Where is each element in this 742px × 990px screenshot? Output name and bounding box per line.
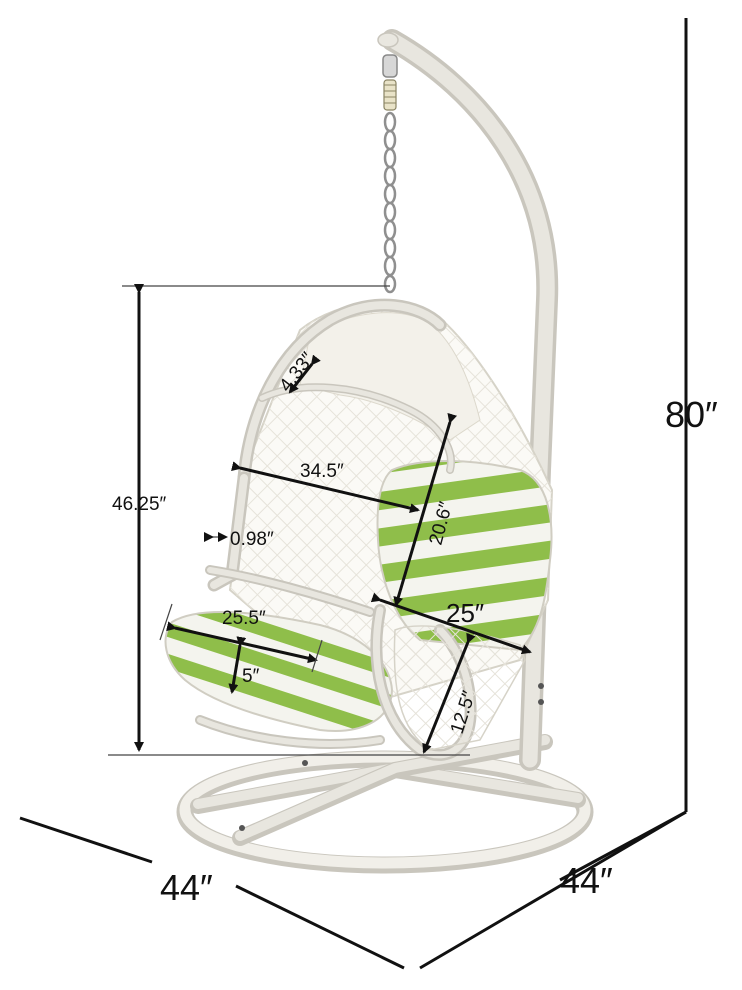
overall-height-label: 80″ — [665, 394, 718, 435]
inner-width-arrow — [231, 461, 420, 514]
hanging-chain — [382, 54, 398, 294]
base-depth-line — [19, 816, 153, 864]
egg-chair — [164, 298, 554, 761]
dimension-lines — [19, 18, 688, 970]
leg-height-arrow — [422, 632, 476, 754]
tube-diameter-label: 0.98″ — [230, 529, 274, 550]
base-width-line — [559, 810, 687, 882]
back-height-arrow — [393, 412, 458, 607]
rim-thickness-arrow — [288, 354, 321, 394]
seat-depth-label: 5″ — [242, 666, 260, 687]
stand — [176, 29, 594, 874]
seat-width-label: 25.5″ — [222, 608, 266, 629]
base-depth-label: 44″ — [160, 867, 213, 908]
seat-width-outer-arrow — [370, 592, 532, 655]
seat-height-label: 46.25″ — [112, 494, 167, 515]
seat-depth-arrow — [228, 636, 247, 694]
seat-width-outer-label: 25″ — [446, 598, 484, 628]
inner-width-label: 34.5″ — [300, 461, 344, 482]
base-width-label: 44″ — [560, 860, 613, 901]
